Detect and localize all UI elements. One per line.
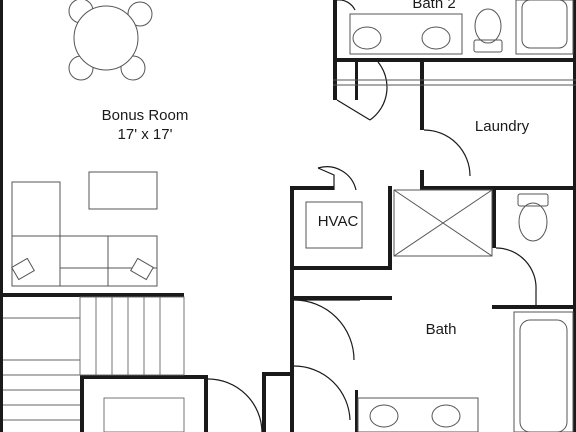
- label-bath: Bath: [426, 321, 457, 338]
- bath2-sink-right: [421, 26, 451, 50]
- wall-bath2-left: [333, 0, 337, 100]
- wall-stair-landing-right: [204, 375, 208, 432]
- wall-closet-bottom: [290, 296, 392, 300]
- wall-laundry-left: [420, 58, 424, 130]
- wall-stair-landing-left: [80, 375, 84, 432]
- chair-right: [127, 1, 153, 27]
- wall-bath-lower-left-post: [262, 372, 266, 432]
- round-table: [73, 5, 139, 71]
- door-hvac: [317, 166, 357, 191]
- wall-bath-lower-left-top: [262, 372, 294, 376]
- bath-tub: [513, 311, 574, 432]
- wall-hvac-right: [388, 186, 392, 270]
- sofa-pillow-right: [130, 257, 154, 281]
- bath2-fixtures: [333, 0, 576, 86]
- stair-run-upper: [79, 296, 185, 376]
- bath2-tub-inner: [521, 0, 568, 49]
- bath2-toilet-bowl: [474, 8, 502, 44]
- bath2-toilet-tank: [473, 39, 503, 53]
- bath-sink-right: [431, 404, 461, 428]
- door-bath-lower: [293, 365, 351, 421]
- door-bath2: [336, 61, 388, 121]
- door-laundry: [423, 129, 471, 177]
- bath-sink-left: [369, 404, 399, 428]
- wall-left-exterior: [0, 0, 3, 432]
- hvac-fixtures: [305, 189, 493, 257]
- wall-bath-right-stub: [355, 390, 358, 432]
- bath-fixtures: [357, 193, 574, 432]
- sofa-pillow-left: [11, 257, 35, 281]
- wall-laundry-left-lower: [420, 170, 424, 190]
- label-hvac: HVAC: [318, 213, 359, 230]
- door-hall-closet: [293, 299, 360, 361]
- sofa-chaise: [11, 181, 61, 287]
- label-bonus-room-size: 17' x 17': [118, 126, 173, 143]
- room-labels: Bath 2 Bonus Room 17' x 17' Laundry HVAC…: [102, 0, 530, 338]
- wall-right-exterior: [573, 0, 576, 432]
- bath-toilet-bowl: [518, 202, 548, 242]
- coffee-table: [88, 171, 158, 210]
- bath2-tub: [515, 0, 574, 55]
- wall-laundry-bottom: [420, 186, 576, 190]
- bath-toilet-tank: [517, 193, 549, 207]
- label-bath2: Bath 2: [412, 0, 455, 12]
- stairs: [3, 296, 185, 432]
- wall-hvac-top: [290, 186, 334, 190]
- wall-hvac-left: [290, 186, 294, 370]
- wall-bath2-bottom: [333, 58, 576, 62]
- wall-bonus-bottom: [0, 293, 184, 297]
- sofa-back: [11, 235, 158, 287]
- bath2-sink-left: [352, 26, 382, 50]
- door-toilet-alcove: [495, 247, 537, 305]
- wall-hvac-bottom: [290, 266, 392, 270]
- bath2-vanity: [349, 13, 463, 55]
- wall-stair-landing-top: [80, 375, 208, 379]
- wall-toilet-bottom: [492, 305, 576, 309]
- hvac-unit: [305, 201, 363, 249]
- doors: [207, 0, 537, 432]
- bath-vanity: [357, 397, 479, 432]
- wall-bath2-right-stub: [355, 58, 358, 100]
- bath-tub-inner: [519, 319, 568, 432]
- stair-landing-inner: [103, 397, 185, 432]
- label-laundry: Laundry: [475, 118, 530, 135]
- label-bonus-room: Bonus Room: [102, 107, 189, 124]
- wall-toilet-left: [492, 186, 496, 248]
- door-bath2-top: [337, 0, 356, 11]
- bonus-furniture: [11, 0, 158, 287]
- linen-shelf: [393, 189, 493, 257]
- door-stair-landing: [207, 378, 263, 432]
- wall-bath-lower-left: [290, 366, 294, 432]
